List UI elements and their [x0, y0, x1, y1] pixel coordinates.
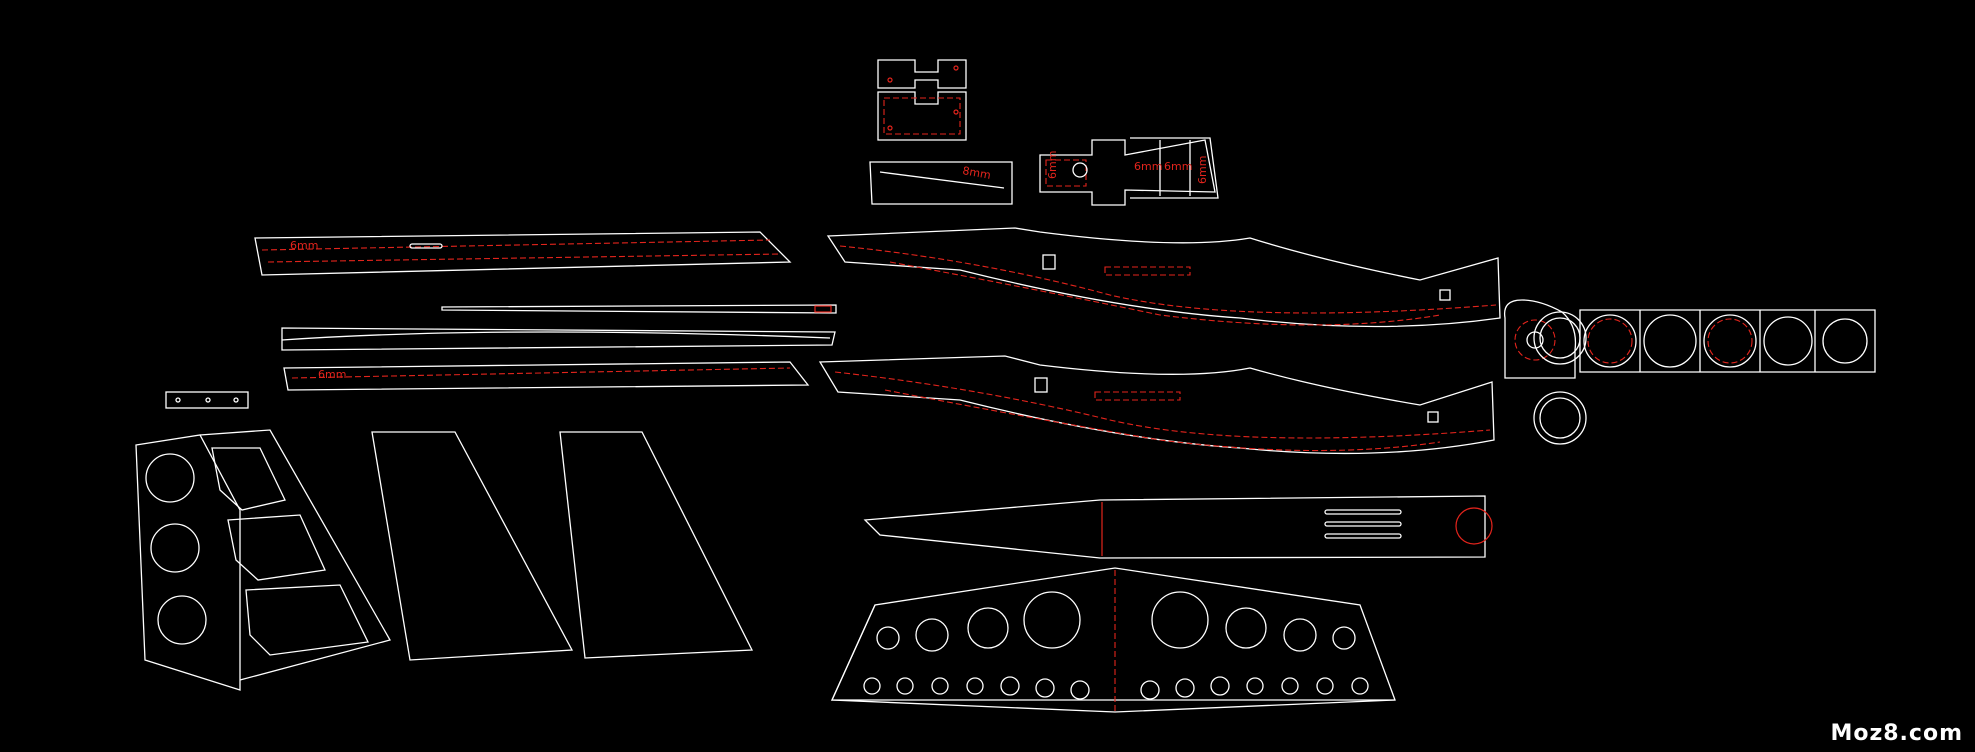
- longeron-strips: 6mm 6mm: [165, 231, 837, 409]
- spar: [863, 495, 1493, 559]
- bracket-parts: [877, 59, 967, 141]
- tail-surfaces: [371, 431, 754, 661]
- fuselage-sides: [818, 227, 1501, 455]
- watermark: Moz8.com: [1830, 721, 1963, 746]
- plate-8mm: 8mm: [869, 161, 1013, 205]
- label-6mm-d: 6mm: [1196, 156, 1209, 184]
- formers: [1503, 299, 1876, 445]
- rib-panel: [135, 429, 391, 691]
- label-6mm-b: 6mm: [1134, 160, 1162, 173]
- servo-tray: 6mm 6mm 6mm 6mm: [1039, 137, 1219, 206]
- label-6mm-c: 6mm: [1164, 160, 1192, 173]
- label-6mm-a: 6mm: [1046, 151, 1059, 179]
- label-8mm: 8mm: [961, 164, 991, 182]
- wing: [830, 567, 1396, 713]
- label-6mm-strip-a: 6mm: [290, 239, 318, 252]
- label-6mm-strip-b: 6mm: [318, 368, 346, 381]
